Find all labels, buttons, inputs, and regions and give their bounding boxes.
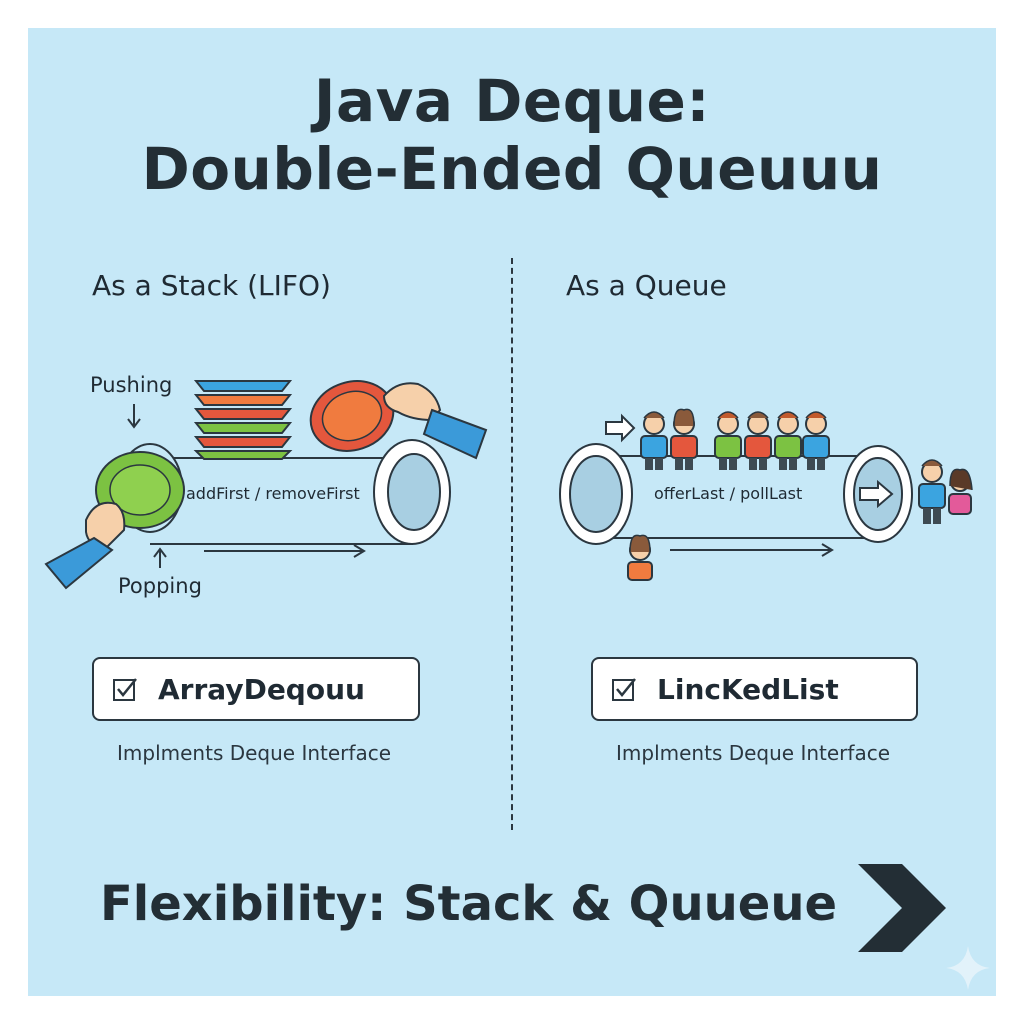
person-icon bbox=[774, 411, 802, 470]
person-icon bbox=[670, 408, 698, 470]
queue-method-label: offerLast / pollLast bbox=[654, 484, 803, 503]
arrow-right-icon bbox=[605, 413, 636, 443]
person-icon bbox=[627, 534, 653, 581]
hand-icon bbox=[382, 382, 488, 460]
arrow-right-icon bbox=[204, 544, 366, 558]
queue-pipe bbox=[559, 443, 913, 545]
plate-icon bbox=[309, 380, 395, 452]
person-icon bbox=[948, 468, 973, 515]
hand-icon bbox=[44, 501, 126, 590]
sparkle-icon bbox=[946, 946, 990, 990]
title-line-1: Java Deque: bbox=[313, 67, 711, 135]
arraydeque-caption: Implments Deque Interface bbox=[117, 741, 391, 765]
checkbox-icon bbox=[113, 678, 137, 701]
arrow-right-icon bbox=[859, 479, 894, 509]
arrow-up-icon bbox=[153, 547, 167, 568]
stack-heading: As a Stack (LIFO) bbox=[92, 269, 331, 302]
title-line-2: Double-Ended Queuuu bbox=[141, 135, 883, 203]
arraydeque-box: ArrayDeqouu bbox=[92, 657, 420, 721]
section-divider bbox=[511, 258, 513, 830]
person-icon bbox=[744, 411, 772, 470]
checkbox-icon bbox=[612, 678, 636, 701]
arrow-down-icon bbox=[127, 404, 141, 429]
person-icon bbox=[802, 411, 830, 470]
plate-stack bbox=[193, 380, 293, 460]
queue-heading: As a Queue bbox=[566, 269, 727, 302]
linkedlist-caption: Implments Deque Interface bbox=[616, 741, 890, 765]
chevron-right-icon bbox=[858, 864, 946, 952]
linkedlist-box: LincKedList bbox=[591, 657, 918, 721]
arraydeque-label: ArrayDeqouu bbox=[158, 672, 365, 706]
arrow-right-icon bbox=[670, 543, 834, 557]
stack-method-label: addFirst / removeFirst bbox=[186, 484, 360, 503]
popping-label: Popping bbox=[118, 574, 202, 598]
person-icon bbox=[640, 411, 668, 470]
footer-title: Flexibility: Stack & Quueue bbox=[100, 876, 838, 932]
pushing-label: Pushing bbox=[90, 373, 173, 397]
linkedlist-label: LincKedList bbox=[657, 672, 839, 706]
person-icon bbox=[714, 411, 742, 470]
person-icon bbox=[918, 459, 946, 524]
